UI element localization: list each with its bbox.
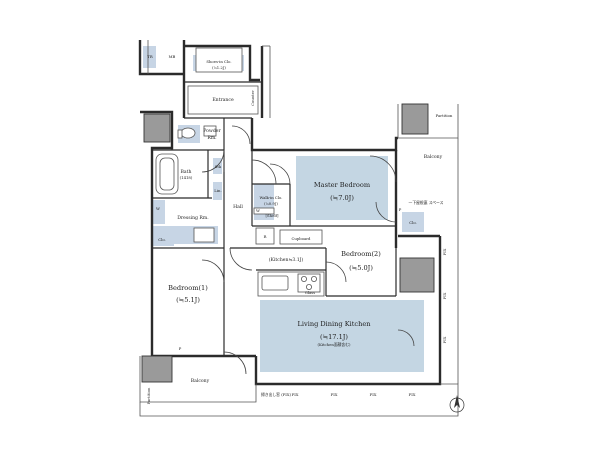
master-bedroom-label: Master Bedroom <box>314 181 371 189</box>
clo-label-bedroom1: Clo. <box>158 237 166 242</box>
bedroom2-area: (≒5.0J) <box>349 264 373 272</box>
north-arrow-icon <box>449 395 465 413</box>
counter-label: Counter <box>250 90 255 106</box>
washbasin <box>193 227 215 243</box>
w-label-dressing: W <box>156 206 160 211</box>
outdoor-space-label: 一下屋根裏 スペース <box>409 200 444 205</box>
mb-label: MB <box>169 54 176 59</box>
sic-label: Shoes-in Clo. <box>206 59 231 64</box>
outdoor-unit-bottom <box>141 355 173 383</box>
doors <box>201 125 415 375</box>
sic-area: (≒1.2J) <box>212 65 226 70</box>
bath-label: Bath <box>181 169 192 175</box>
fix-label-1: FIX <box>292 392 299 397</box>
wic-area: (≒0.9J) <box>264 201 278 206</box>
hall-label: Hall <box>233 204 243 210</box>
tr-shaft <box>143 46 156 68</box>
fix-label-4: FIX <box>409 392 416 397</box>
fix-label-side-1: FIX <box>442 248 447 255</box>
entrance-step <box>187 85 259 115</box>
master-bedroom-area: (≒7.0J) <box>330 194 354 202</box>
fixtures <box>155 47 325 297</box>
balcony-top-label: Balcony <box>424 154 443 160</box>
ldk-fill <box>260 300 424 372</box>
dressing-label: Dressing Rm. <box>177 215 209 221</box>
wic-label: Walk-in Clo. <box>260 195 283 200</box>
bedroom1-label: Bedroom(1) <box>168 284 208 292</box>
lin-label: Lin. <box>214 188 221 193</box>
bedroom2-closet-fill <box>402 212 424 232</box>
glass-label: Glass <box>305 290 315 295</box>
fix-label-2: FIX <box>331 392 338 397</box>
partition-label-bottom: Partition <box>146 387 151 404</box>
shelf-label: [Shelf] <box>266 213 279 218</box>
powder-sink <box>203 125 217 137</box>
outdoor-unit-right <box>399 257 435 293</box>
kitchen-label: (Kitchen≒3.1J) <box>269 256 304 263</box>
outdoor-unit-left <box>143 113 171 143</box>
bath-sub: (1418) <box>180 175 193 180</box>
outdoor-unit-top <box>401 103 429 135</box>
bedroom1-area: (≒5.1J) <box>176 296 200 304</box>
refrigerator <box>255 227 275 245</box>
interior-walls <box>152 81 397 356</box>
cupboard-label: Cupboard <box>291 236 311 241</box>
cupboard <box>279 229 323 245</box>
master-bedroom-fill <box>296 156 388 220</box>
stk-label: Stk <box>215 164 222 169</box>
p-label-balcony: P <box>399 207 402 212</box>
ldk-label: Living Dining Kitchen <box>298 320 372 328</box>
p-label-bottom: P <box>179 346 182 351</box>
clo-label-bedroom2: Clo. <box>409 220 417 225</box>
tr-label: TR <box>147 54 153 59</box>
bedroom1-closet-fill <box>152 228 174 246</box>
fix-label-side-3: FIX <box>442 336 447 343</box>
powder-label-1: Powder <box>203 128 221 134</box>
ldk-area: (≒17.1J) <box>320 333 348 341</box>
kitchen-sink <box>261 275 289 291</box>
entrance-label: Entrance <box>212 97 234 103</box>
balcony-outlines <box>139 40 459 417</box>
bedroom2-label: Bedroom(2) <box>341 250 381 258</box>
fix-label-3: FIX <box>370 392 377 397</box>
ldk-note: (Kitchen面積含む) <box>318 342 352 347</box>
w-label-wic: W <box>256 208 260 213</box>
shoes-in-closet <box>195 47 243 73</box>
r-label: R <box>264 234 267 239</box>
partition-label-top: Partition <box>436 113 453 118</box>
outer-walls <box>138 40 442 386</box>
powder-label-2: Rm. <box>207 135 217 141</box>
sash-label: 掃き出し窓 (FIX) <box>261 392 292 397</box>
linen-shelf <box>213 182 222 200</box>
toilet <box>180 127 196 139</box>
dressing-shelf <box>153 200 165 224</box>
fix-label-side-2: FIX <box>442 292 447 299</box>
balcony-bottom-label: Balcony <box>191 378 210 384</box>
